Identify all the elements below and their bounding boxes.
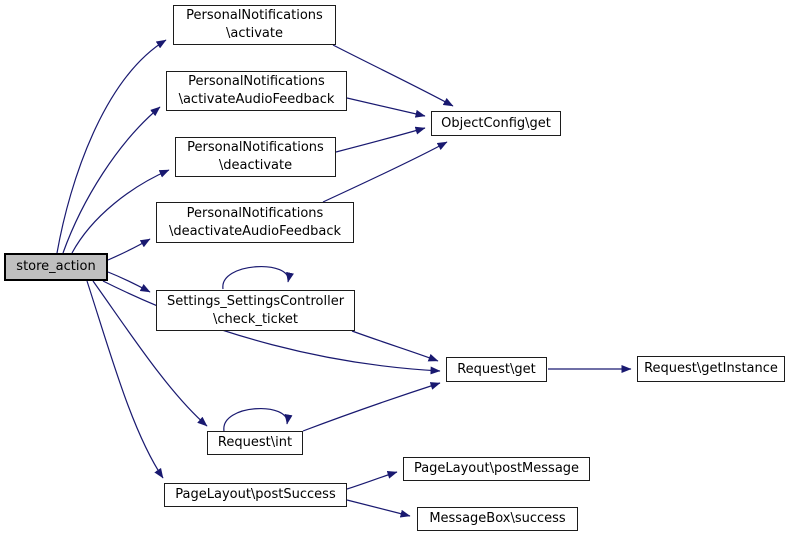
node-personalnotifications-deactivate[interactable]: PersonalNotifications \deactivate [175,137,336,177]
edge-postSuccess-to-postMessage [346,471,398,490]
node-label: PageLayout\postMessage [413,461,580,477]
node-label: Settings_SettingsController [166,293,345,309]
node-label: PersonalNotifications [186,8,323,24]
edge-store-action-to-check-ticket [107,271,151,293]
node-label: PersonalNotifications [186,205,324,221]
node-pagelayout-postsuccess[interactable]: PageLayout\postSuccess [164,483,347,507]
edge-store-action-to-request-get [102,280,441,375]
node-personalnotifications-activateaudiofeedback[interactable]: PersonalNotifications \activateAudioFeed… [166,71,347,111]
edge-deactivateAudioFeedback-to-objectconfig-get [322,141,448,203]
node-label: \deactivate [218,158,293,173]
edge-store-action-to-deactivate [71,169,170,254]
edge-store-action-to-activate [56,39,167,254]
node-label: \deactivateAudioFeedback [168,223,342,239]
edge-postSuccess-to-messagebox-success [346,499,411,518]
node-label: Request\getInstance [644,361,778,377]
node-label: PageLayout\postSuccess [175,487,336,503]
node-request-get[interactable]: Request\get [446,357,547,382]
node-label: ObjectConfig\get [441,115,551,131]
node-label: Request\int [217,435,293,451]
edge-request-int-self-loop [223,408,293,432]
edge-deactivate-to-objectconfig-get [335,126,426,153]
node-store-action[interactable]: store_action [4,253,108,281]
edge-activateAudioFeedback-to-objectconfig-get [346,97,426,118]
node-pagelayout-postmessage[interactable]: PageLayout\postMessage [403,457,590,481]
node-label: \activate [226,26,283,41]
node-request-getinstance[interactable]: Request\getInstance [637,356,785,382]
node-objectconfig-get[interactable]: ObjectConfig\get [431,111,561,136]
edge-store-action-to-deactivateAudioFeedback [107,238,151,261]
node-request-int[interactable]: Request\int [207,431,303,455]
node-label: \activateAudioFeedback [178,92,335,107]
node-personalnotifications-deactivateaudiofeedback[interactable]: PersonalNotifications \deactivateAudioFe… [156,202,354,243]
edge-activate-to-objectconfig-get [332,44,454,107]
node-label: PersonalNotifications [188,74,325,90]
node-label: PersonalNotifications [187,140,324,156]
edge-store-action-to-postSuccess [86,280,164,479]
edge-request-int-to-request-get [302,382,441,432]
node-label: MessageBox\success [429,511,566,527]
edge-store-action-to-request-int [92,280,208,427]
node-label: Request\get [457,361,536,377]
edge-store-action-to-activateAudioFeedback [62,106,161,254]
node-personalnotifications-activate[interactable]: PersonalNotifications \activate [173,5,336,45]
node-settings-settingscontroller-check-ticket[interactable]: Settings_SettingsController \check_ticke… [156,290,355,331]
node-label: store_action [16,259,96,275]
edge-check-ticket-to-request-get [351,330,439,362]
node-label: \check_ticket [213,311,298,327]
edge-check-ticket-self-loop [222,266,294,290]
node-messagebox-success[interactable]: MessageBox\success [417,507,578,531]
